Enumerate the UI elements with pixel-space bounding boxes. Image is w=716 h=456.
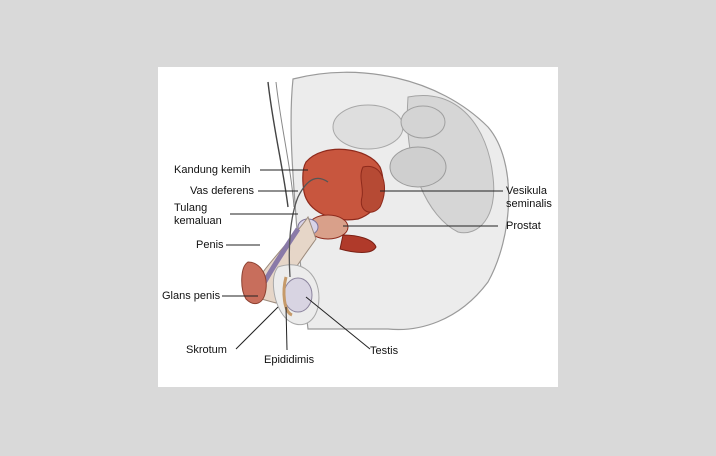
- label-testis: Testis: [370, 345, 399, 357]
- leader-epididimis: [285, 306, 288, 351]
- label-penis: Penis: [196, 239, 224, 251]
- label-kandung-kemih: Kandung kemih: [174, 164, 251, 176]
- anatomy-illustration: [222, 71, 510, 351]
- testis-shape: [283, 277, 313, 313]
- label-glans-penis: Glans penis: [162, 290, 221, 302]
- ureter-line: [267, 81, 289, 208]
- label-kemaluan: kemaluan: [174, 215, 222, 227]
- intestine-loop-2: [400, 105, 446, 139]
- label-vas-deferens: Vas deferens: [190, 185, 255, 197]
- label-tulang: Tulang: [174, 202, 208, 214]
- rectum-red: [339, 234, 377, 253]
- ureter-line-2: [275, 81, 295, 208]
- anatomy-figure: Kandung kemih Vas deferens Tulang kemalu…: [158, 67, 558, 387]
- label-skrotum: Skrotum: [186, 344, 227, 356]
- label-seminalis: seminalis: [506, 198, 552, 210]
- vas-deferens-line: [288, 177, 329, 278]
- rectum-shape: [389, 146, 447, 188]
- label-vesikula: Vesikula: [506, 185, 547, 197]
- leader-testis: [305, 296, 371, 350]
- intestine-loop: [332, 104, 404, 150]
- leader-skrotum: [235, 306, 279, 350]
- glans-shape: [241, 261, 267, 305]
- label-epididimis: Epididimis: [264, 354, 315, 366]
- vessel-purple: [261, 227, 301, 285]
- seminal-vesicle-shape: [360, 165, 385, 213]
- label-prostat: Prostat: [506, 220, 541, 232]
- epididymis-shape: [282, 276, 293, 317]
